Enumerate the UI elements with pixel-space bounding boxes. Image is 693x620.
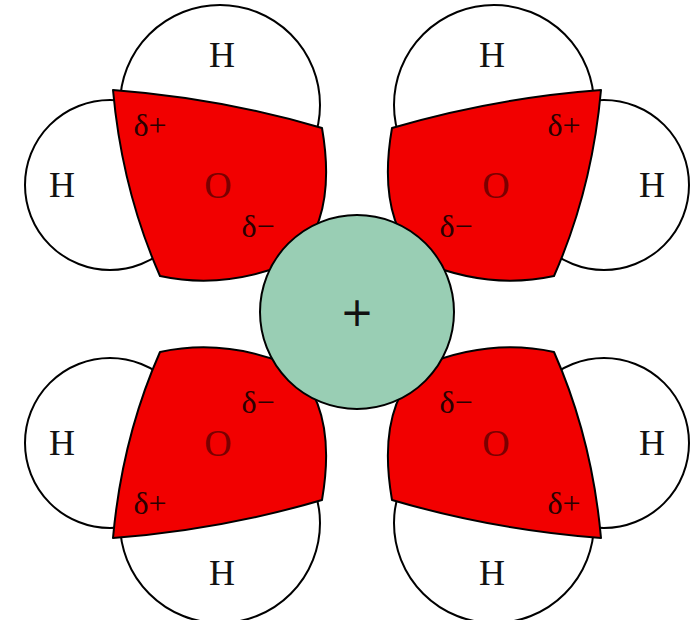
cation-circle <box>260 215 454 409</box>
charge-sign: + <box>340 292 374 332</box>
partial-charge: δ− <box>439 210 472 242</box>
partial-charge: δ− <box>241 386 274 418</box>
atom-label: H <box>479 555 505 591</box>
atom-label: H <box>49 167 75 203</box>
cation: + <box>258 213 456 411</box>
partial-charge: δ− <box>241 210 274 242</box>
atom-label: O <box>204 424 231 462</box>
partial-charge: δ+ <box>133 109 166 141</box>
partial-charge: δ+ <box>133 487 166 519</box>
atom-label: H <box>639 167 665 203</box>
atom-label: H <box>479 37 505 73</box>
partial-charge: δ+ <box>547 109 580 141</box>
atom-label: H <box>209 37 235 73</box>
atom-label: H <box>639 425 665 461</box>
atom-label: O <box>482 166 509 204</box>
partial-charge: δ+ <box>547 487 580 519</box>
partial-charge: δ− <box>439 386 472 418</box>
atom-label: H <box>49 425 75 461</box>
atom-label: H <box>209 555 235 591</box>
atom-label: O <box>482 424 509 462</box>
atom-label: O <box>204 166 231 204</box>
